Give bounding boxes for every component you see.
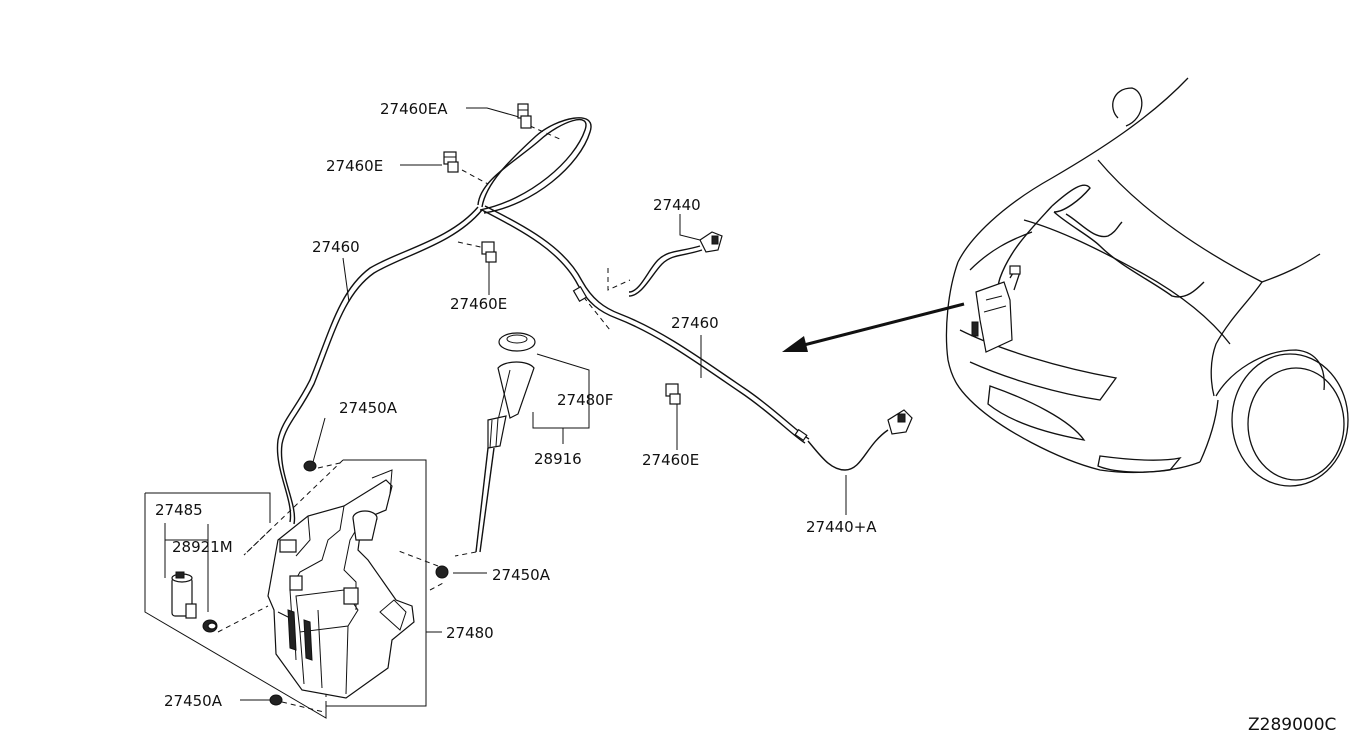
callout-27460-left[interactable]: 27460 [312,238,360,256]
hose-clip-27460E-mid [481,241,497,263]
filler-tube-28916 [454,361,535,557]
callout-27460E-low[interactable]: 27460E [642,451,699,469]
callout-27460E-top[interactable]: 27460E [326,157,383,175]
washer-nozzle-27440A [887,409,913,435]
hose-clip-27460E-top [443,151,459,173]
callout-27460-right[interactable]: 27460 [671,314,719,332]
callout-27450A-mid[interactable]: 27450A [492,566,551,584]
washer-hose [276,117,889,525]
leader-lines [164,107,847,701]
callout-27440A[interactable]: 27440+A [806,518,877,536]
washer-nozzle-27440 [699,231,723,253]
bolt-27450A-top [303,460,345,472]
callout-27485[interactable]: 27485 [155,501,203,519]
callout-27480[interactable]: 27480 [446,624,494,642]
callout-28921M[interactable]: 28921M [172,538,233,556]
callout-27450A-top[interactable]: 27450A [339,399,398,417]
bolt-27450A-mid [395,549,449,579]
pump-grommet-28921M [202,605,269,633]
drawing-code: Z289000C [1248,715,1336,735]
washer-pump-27485 [171,571,197,619]
hose-clip-27460EA [517,103,532,129]
hose-clip-27460E-low [665,383,681,405]
callout-27480F[interactable]: 27480F [557,391,613,409]
callout-28916[interactable]: 28916 [534,450,582,468]
washer-tank-27480 [267,469,415,699]
callout-27460EA[interactable]: 27460EA [380,100,448,118]
vehicle-front-view [945,77,1349,487]
callout-27460E-mid[interactable]: 27460E [450,295,507,313]
callout-27450A-bot[interactable]: 27450A [164,692,223,710]
location-arrow [782,302,965,352]
filler-cap-27480F [498,332,536,352]
callout-27440[interactable]: 27440 [653,196,701,214]
callout-labels: 27460EA 27460E 27460 27460E 27440 27460 … [155,100,1336,735]
bolt-27450A-bot [269,694,325,713]
